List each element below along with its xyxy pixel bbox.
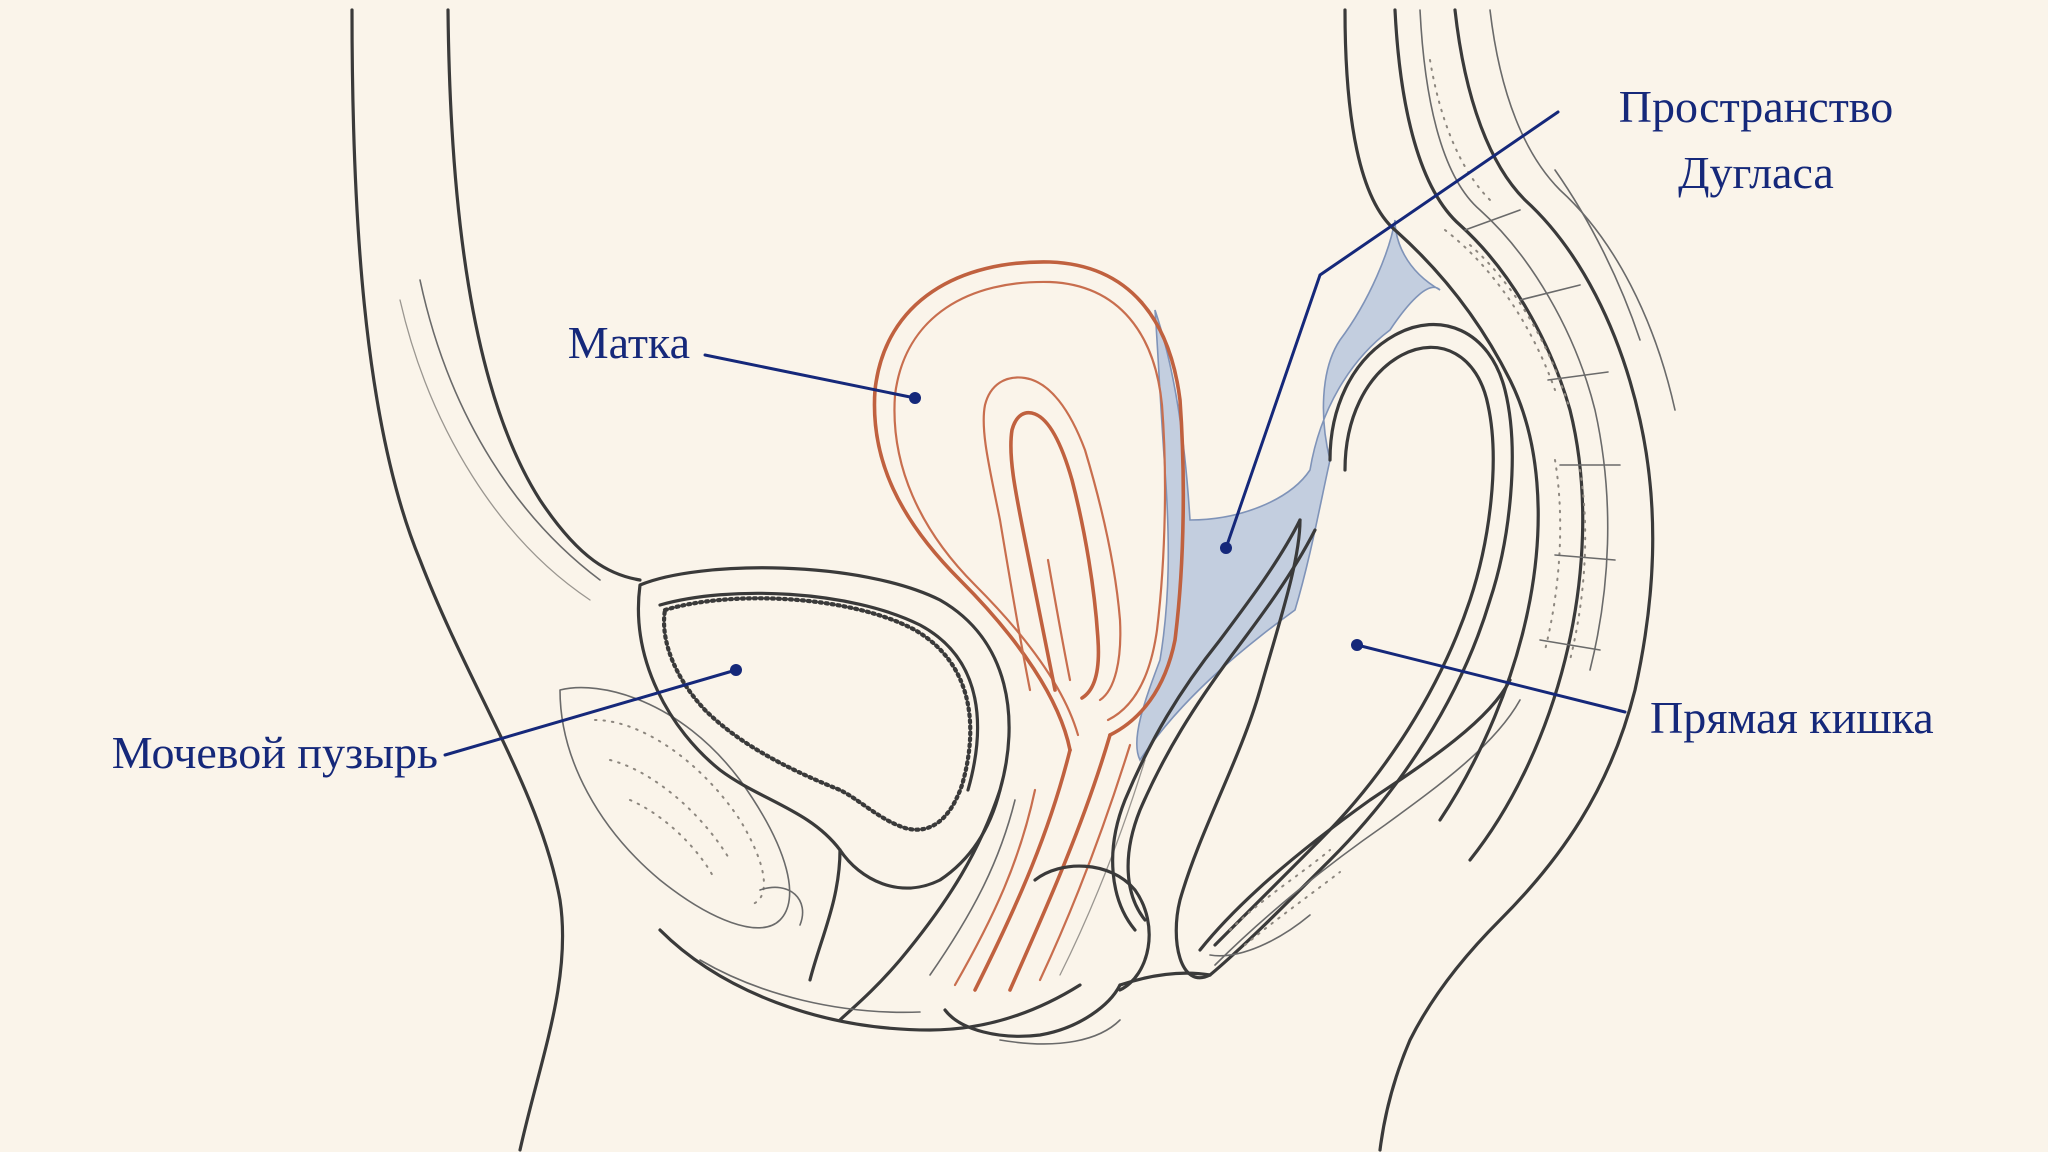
rectum-dot bbox=[1351, 639, 1363, 651]
label-rectum: Прямая кишка bbox=[1650, 692, 1934, 743]
abdominal-wall bbox=[350, 8, 642, 1152]
douglas-pouch bbox=[1136, 219, 1441, 762]
rectum-lower-wall bbox=[1198, 678, 1521, 966]
rectum bbox=[1111, 322, 1514, 980]
leader-bladder bbox=[443, 664, 742, 757]
uterus bbox=[872, 260, 1186, 752]
label-uterus: Матка bbox=[568, 317, 690, 368]
leader-uterus bbox=[703, 353, 921, 404]
bladder-dot bbox=[730, 664, 742, 676]
leader-douglas bbox=[1220, 110, 1560, 554]
vagina bbox=[838, 733, 1146, 1022]
sacrum bbox=[1343, 8, 1676, 1152]
bladder bbox=[636, 566, 1011, 982]
perineal-body bbox=[1033, 864, 1151, 992]
label-douglas-line2: Дугласа bbox=[1678, 147, 1834, 198]
pubic-bone bbox=[559, 686, 804, 929]
label-douglas-line1: Пространство bbox=[1619, 81, 1893, 132]
label-bladder: Мочевой пузырь bbox=[112, 727, 438, 778]
uterus-dot bbox=[909, 392, 921, 404]
leader-rectum bbox=[1351, 639, 1627, 714]
douglas-dot bbox=[1220, 542, 1232, 554]
